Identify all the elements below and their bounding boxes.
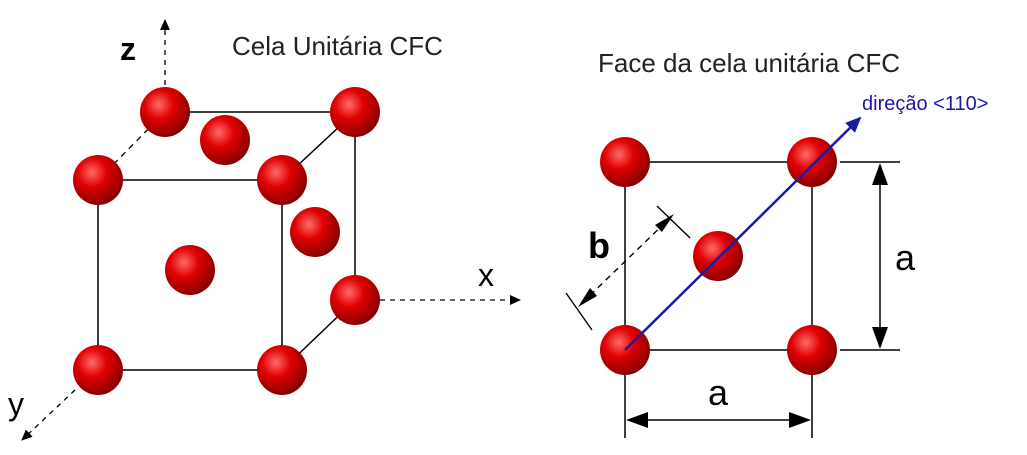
dim-a-horizontal <box>624 375 813 438</box>
corner-atom <box>140 87 190 137</box>
dim-b-diagonal <box>565 205 691 331</box>
corner-atom <box>787 137 837 187</box>
corner-atom <box>257 345 307 395</box>
dim-a-horizontal-label: a <box>708 372 729 413</box>
arrow-head <box>626 412 648 428</box>
face-center-atom <box>290 207 340 257</box>
corner-atom <box>257 155 307 205</box>
face-center-atom <box>693 231 743 281</box>
dimension-line <box>581 217 671 304</box>
y-axis-arrow <box>21 389 76 441</box>
corner-atom <box>787 325 837 375</box>
arrow-head <box>578 288 597 307</box>
corner-atom <box>73 155 123 205</box>
arrow-head <box>655 214 674 232</box>
dim-b-label: b <box>588 225 610 266</box>
y-axis-label: y <box>8 386 24 422</box>
corner-atom <box>330 275 380 325</box>
dim-a-vertical <box>840 161 900 351</box>
corner-atom <box>330 87 380 137</box>
corner-atom <box>600 137 650 187</box>
left-axes <box>21 19 521 441</box>
right-atoms <box>600 137 837 375</box>
direction-label: direção <110> <box>862 93 988 115</box>
face-center-atom <box>200 115 250 165</box>
left-atoms <box>73 87 380 395</box>
arrow-head <box>872 163 888 185</box>
x-axis-label: x <box>478 257 494 293</box>
extension-line <box>565 292 593 331</box>
extension-line <box>656 205 691 239</box>
face-center-atom <box>165 245 215 295</box>
arrow-head <box>789 412 811 428</box>
corner-atom <box>73 345 123 395</box>
direction-110-arrow <box>624 116 862 351</box>
right-title: Face da cela unitária CFC <box>598 48 900 78</box>
arrow-head <box>872 327 888 349</box>
z-axis-label: z <box>120 31 136 67</box>
right-face-edges <box>624 161 813 351</box>
dim-a-vertical-label: a <box>895 237 916 278</box>
left-title: Cela Unitária CFC <box>232 31 443 61</box>
